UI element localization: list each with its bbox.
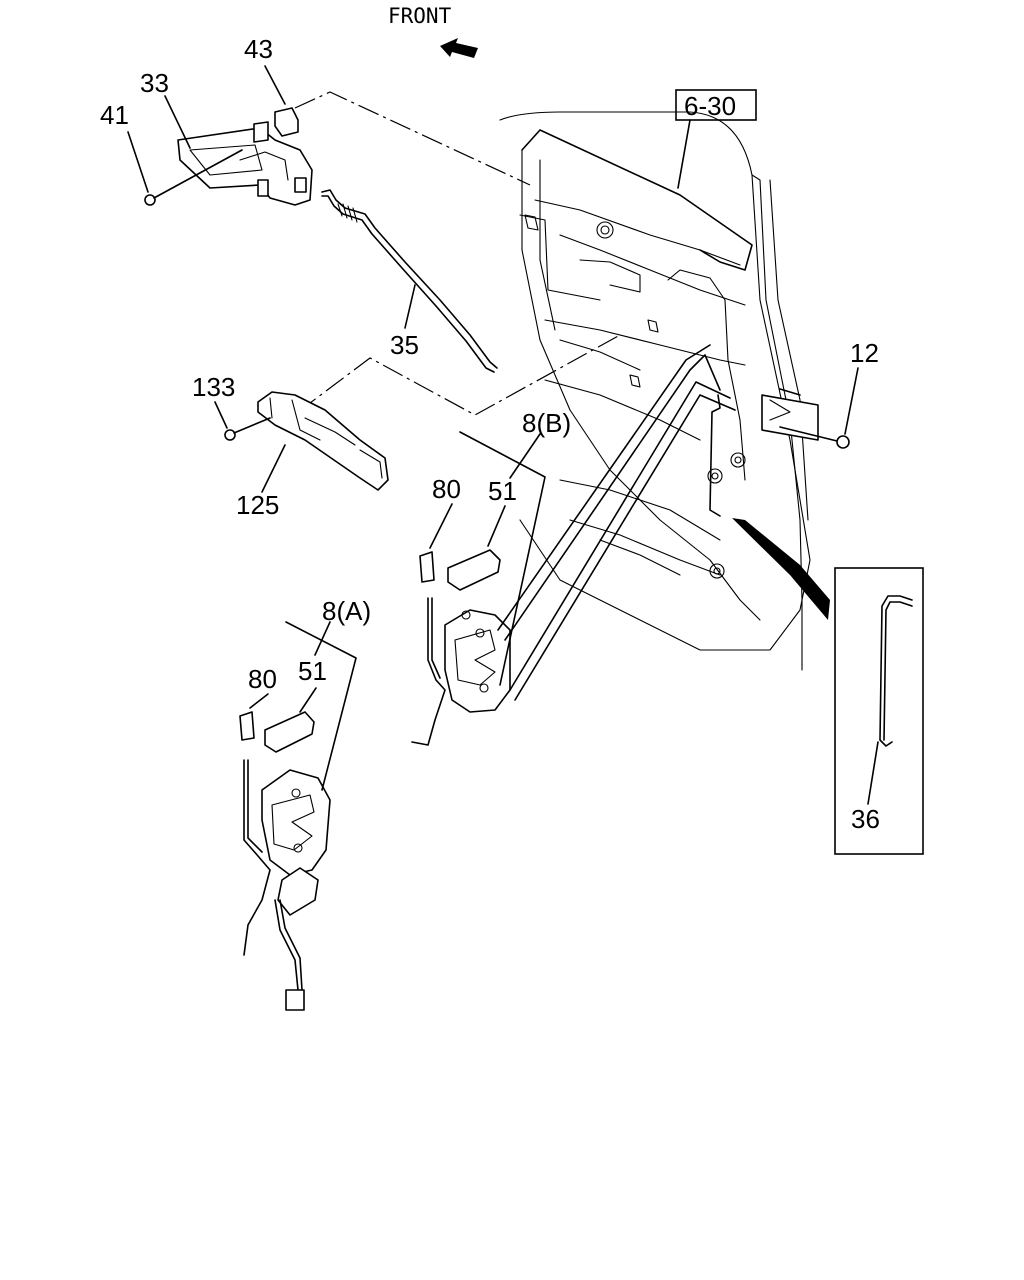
detail-box-36: 36 bbox=[834, 567, 924, 855]
callout-80a: 80 bbox=[248, 664, 277, 694]
handle-clip-43 bbox=[274, 107, 299, 137]
screw-12 bbox=[779, 388, 850, 449]
callout-33: 33 bbox=[140, 68, 169, 98]
callout-8a: 8(A) bbox=[322, 596, 371, 626]
rod-35 bbox=[321, 189, 498, 373]
reference-box: 6-30 bbox=[675, 89, 757, 121]
ref-line-bracket bbox=[297, 334, 621, 416]
callout-35: 35 bbox=[390, 330, 419, 360]
screw-133 bbox=[224, 417, 271, 441]
callout-51a: 51 bbox=[298, 656, 327, 686]
leader-35 bbox=[404, 284, 416, 329]
leader-125 bbox=[261, 444, 286, 493]
leader-80b bbox=[429, 503, 453, 549]
front-label: FRONT bbox=[388, 4, 452, 28]
reference-leader bbox=[677, 119, 691, 189]
leader-12 bbox=[844, 367, 859, 435]
leader-36 bbox=[867, 741, 879, 805]
callout-12: 12 bbox=[850, 338, 879, 368]
ref-line-handle bbox=[294, 91, 531, 186]
leader-51a bbox=[299, 687, 317, 713]
leader-43 bbox=[264, 65, 286, 105]
leader-41 bbox=[127, 131, 149, 193]
callout-133: 133 bbox=[192, 372, 235, 402]
bracket-125 bbox=[257, 391, 389, 491]
group-bracket-8b bbox=[459, 431, 546, 686]
leader-133 bbox=[214, 401, 228, 429]
callout-36: 36 bbox=[851, 804, 880, 834]
rod-clip-80a bbox=[239, 711, 255, 741]
screw-41 bbox=[144, 149, 243, 206]
callout-80b: 80 bbox=[432, 474, 461, 504]
leader-80a bbox=[249, 693, 269, 709]
door-inner-panel bbox=[499, 111, 830, 671]
callout-125: 125 bbox=[236, 490, 279, 520]
callout-51b: 51 bbox=[488, 476, 517, 506]
callout-8b: 8(B) bbox=[522, 408, 571, 438]
connector-51b bbox=[447, 549, 501, 591]
connector-51a bbox=[264, 711, 315, 753]
callout-41: 41 bbox=[100, 100, 129, 130]
front-arrow-icon bbox=[440, 38, 478, 58]
inside-door-handle bbox=[177, 121, 313, 206]
rod-clip-80b bbox=[419, 551, 435, 583]
door-lock-8b bbox=[411, 344, 736, 746]
leader-51b bbox=[487, 505, 506, 547]
leader-8a bbox=[314, 621, 331, 656]
leader-8b bbox=[509, 433, 541, 479]
callout-43: 43 bbox=[244, 34, 273, 64]
group-bracket-8a bbox=[285, 621, 357, 791]
door-lock-8a bbox=[243, 759, 331, 1011]
leader-33 bbox=[164, 95, 191, 149]
